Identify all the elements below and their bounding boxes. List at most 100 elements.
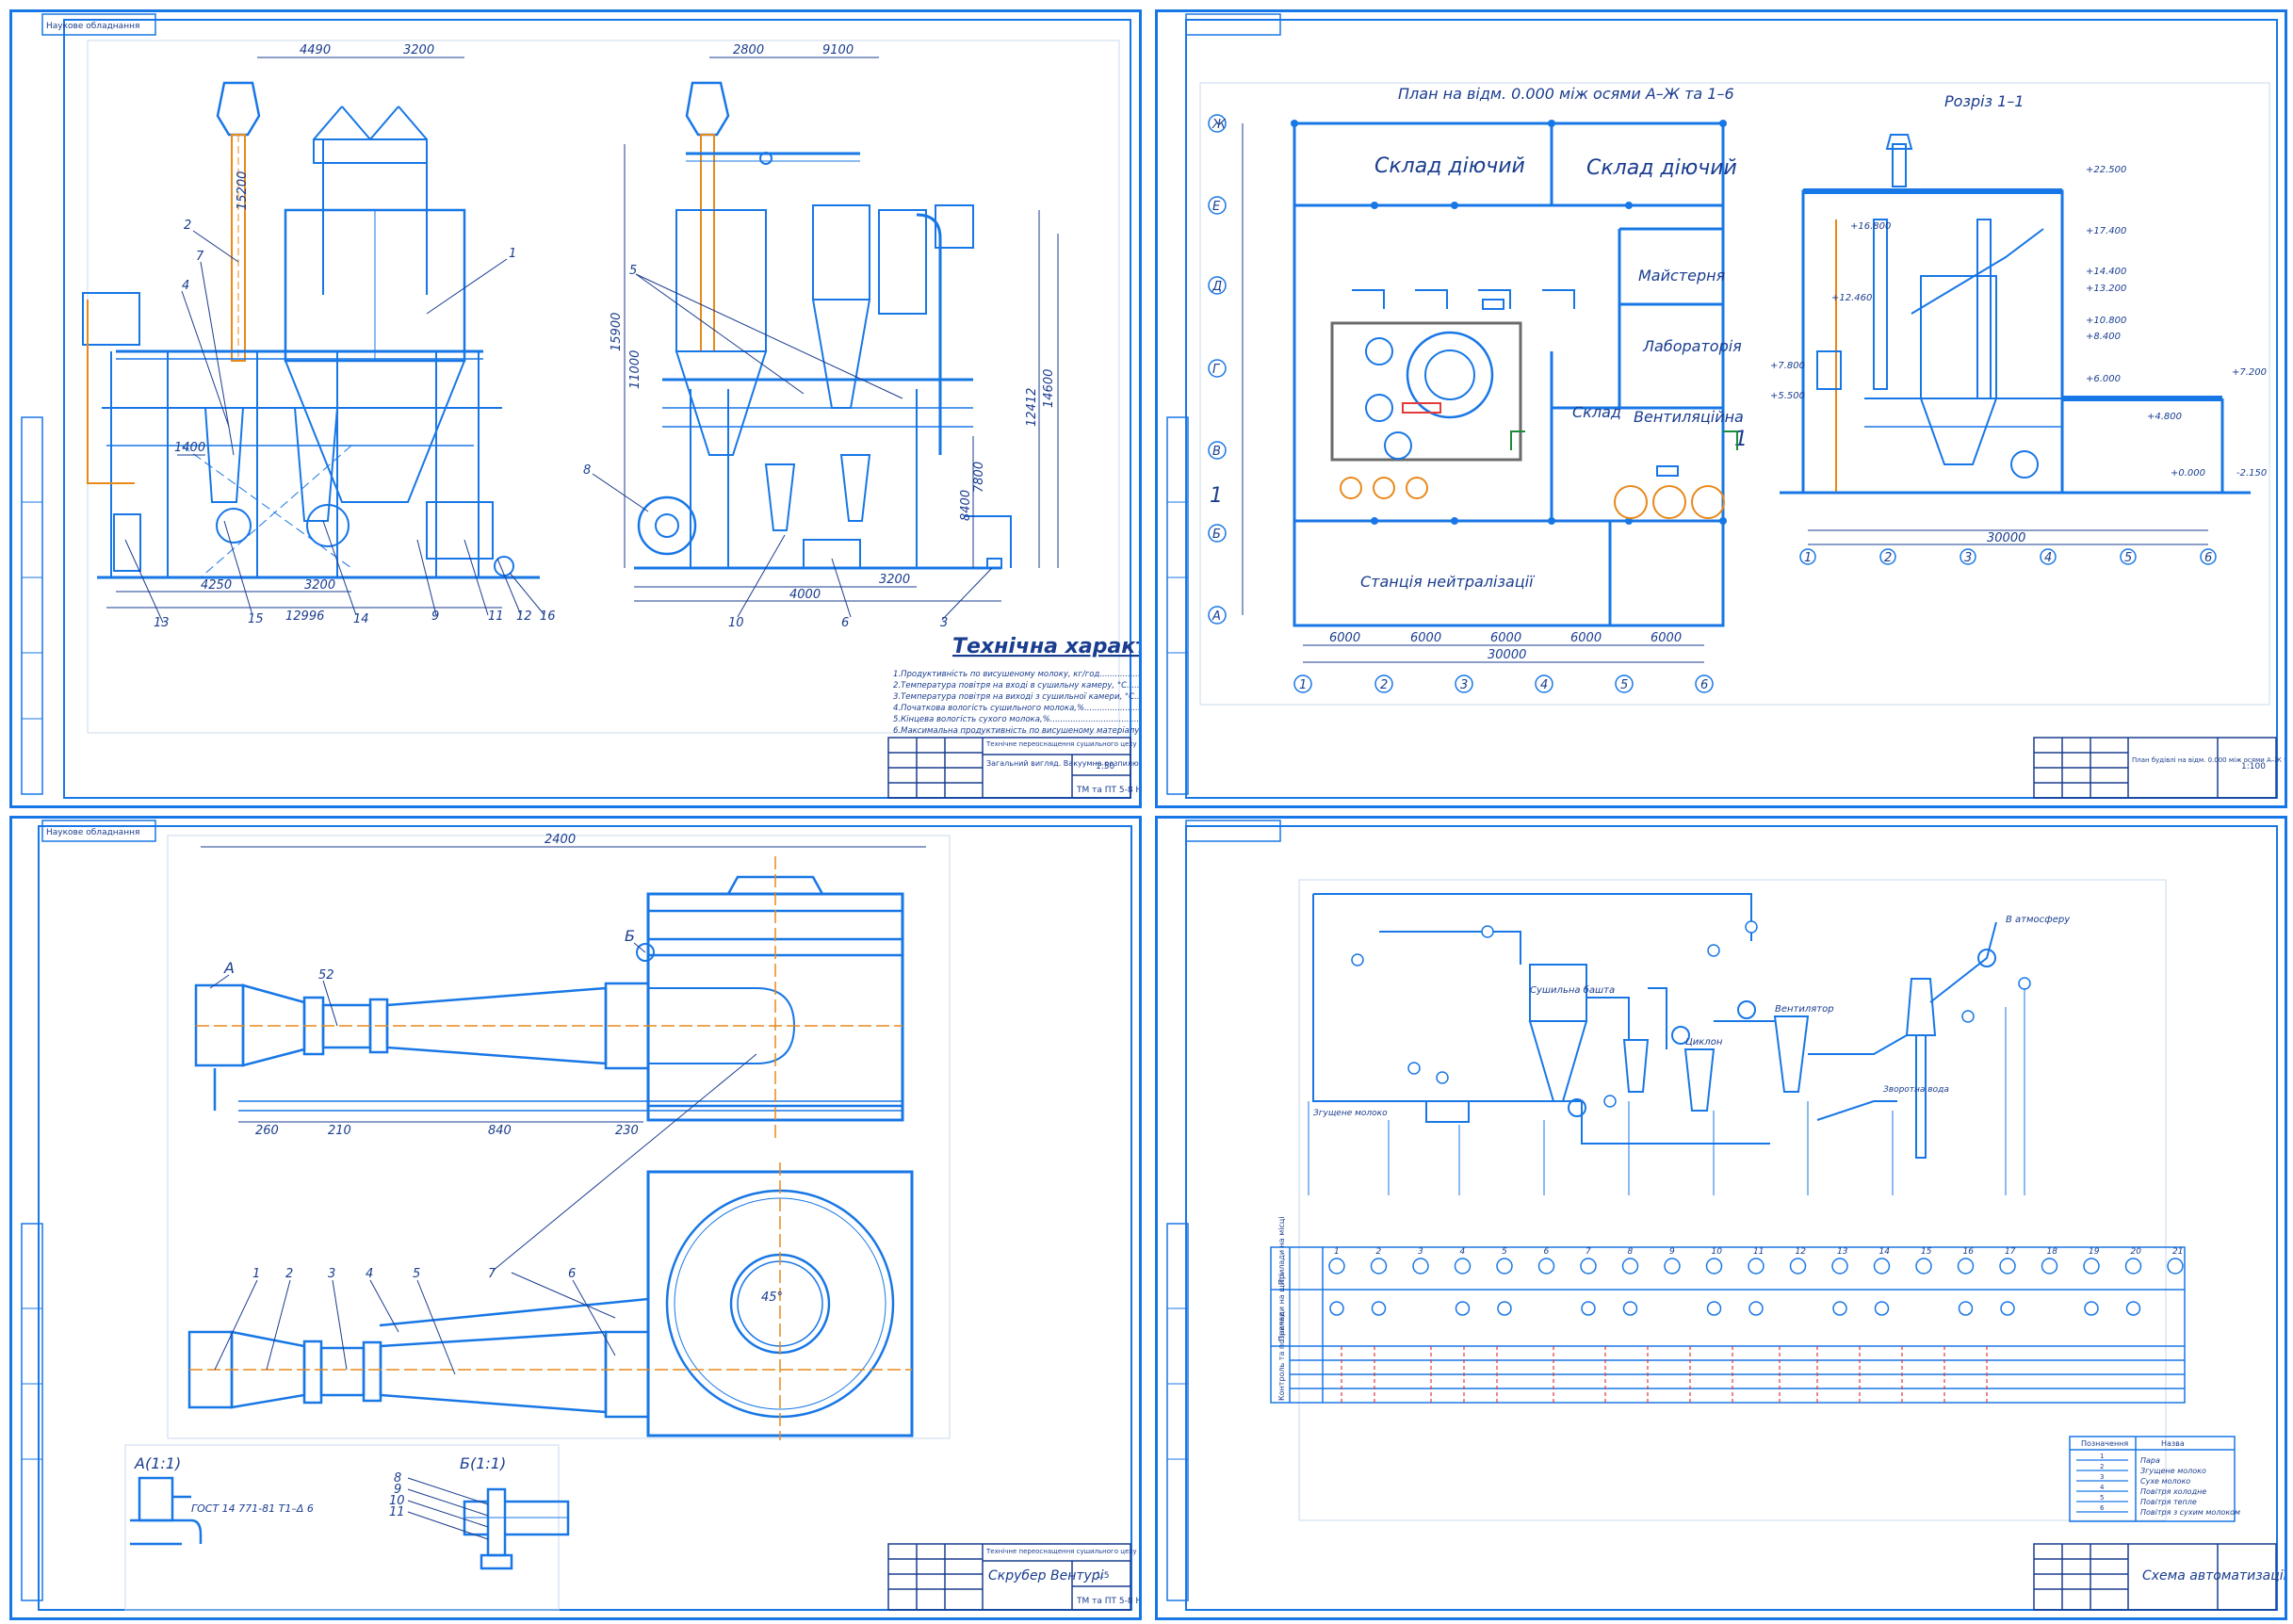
plan-dim-total: 30000 [1488,648,1526,662]
scheme-label-milk: Згущене молоко [1313,1109,1388,1118]
dim-front-6: 3200 [304,578,335,593]
room-label: Лабораторія [1642,337,1742,355]
scrubber-plan [187,1170,914,1437]
elevation-mark: +8.400 [2086,332,2121,342]
stamp-top-left: Наукове обладнання [46,828,139,837]
dim-side-3: 15900 [610,313,624,351]
title-block-4 [2033,1543,2277,1611]
axis-label: Д [1212,280,1222,294]
legend-code: 6 [2100,1504,2105,1512]
table-row-header: Прилади на місці [1277,1216,1286,1285]
legend [2069,1436,2236,1522]
table-col-number: 8 [1628,1247,1634,1257]
detail-b [463,1487,570,1570]
instrument-circle [1496,1258,1513,1275]
table-col-number: 3 [1418,1247,1423,1257]
callout-15: 15 [248,612,264,626]
front-dimensions [106,57,502,609]
table-red-lines [1341,1346,1988,1403]
gost-label: ГОСТ 14 771-81 Т1–Δ 6 [191,1502,314,1515]
table-col-number: 10 [1712,1247,1723,1257]
plan-axes-bottom [1293,674,1714,693]
instrument-circle [1328,1258,1345,1275]
axis-label: Б [1212,528,1221,542]
title-block-2 [2033,737,2277,799]
callout-16: 16 [540,609,556,624]
callout-11: 11 [488,609,504,624]
dim-side-8: 8400 [959,490,973,521]
table-col-number: 13 [1837,1247,1848,1257]
elevation-mark: +12.460 [1831,293,1872,303]
tb3-name: Скрубер Вентурі [988,1568,1104,1583]
dim-bottom: 260 [255,1124,279,1138]
room-label: Склад [1572,403,1621,421]
plan-columns [1291,120,1727,525]
table-col-number: 1 [1334,1247,1340,1257]
table-col-number: 7 [1586,1247,1591,1257]
drawing-general-view: Наукове обладнання [21,13,1139,799]
tb3-scale: 1:5 [1096,1571,1109,1581]
section-axes [1799,548,2217,565]
table-col-number: 20 [2131,1247,2142,1257]
scheme-label-atmosphere: В атмосферу [2006,915,2071,925]
dim-front-5: 4250 [201,578,232,593]
elevation-mark: +7.200 [2232,367,2267,378]
elevation-mark: +5.500 [1770,391,1805,401]
table-col-number: 19 [2089,1247,2100,1257]
legend-name: Сухе молоко [2140,1477,2190,1486]
callout-side-10: 10 [728,616,744,630]
dim-side-6: 12412 [1025,388,1039,427]
panel-instrument-circle [1622,1301,1638,1316]
sheet-general-view: Наукове обладнання [9,9,1142,808]
legend-code: 2 [2100,1463,2104,1470]
plan-equipment [1330,289,1725,519]
table-col-number: 2 [1376,1247,1382,1257]
instrument-circle [2041,1258,2058,1275]
tb1-name: Загальний вигляд. Вакуумна розпилювальна… [986,759,1139,768]
axis-label: 4 [1540,678,1548,692]
dim-bottom: 210 [328,1124,351,1138]
spec-title: Технічна характеристика [952,635,1139,658]
panel-instrument-circle [1706,1301,1722,1316]
scheme-label-fan: Вентилятор [1775,1004,1834,1015]
instrument-circle [1621,1258,1639,1275]
table-col-number: 6 [1544,1247,1550,1257]
legend-name: Згущене молоко [2140,1467,2206,1475]
instrument-circle [1915,1258,1932,1275]
table-col-number: 14 [1879,1247,1891,1257]
room-label: Майстерня [1638,267,1726,284]
table-col-number: 11 [1753,1247,1764,1257]
callout-side-6: 6 [841,616,849,630]
axis-label: А [1212,609,1221,624]
panel-instrument-circle [1497,1301,1512,1316]
callout-side-3: 3 [940,616,948,630]
section-dim-total: 30000 [1987,531,2025,545]
panel-instrument-circle [1958,1301,1974,1316]
plan-dim: 6000 [1410,631,1441,645]
callout-14: 14 [353,612,369,626]
section-marker: 1 [1210,484,1223,508]
callout-5: 5 [413,1267,420,1281]
legend-code: 5 [2100,1494,2104,1502]
axis-label: 3 [1460,678,1468,692]
room-label: Склад діючий [1374,154,1525,178]
callout-7: 7 [488,1267,496,1281]
panel-instrument-circle [1874,1301,1890,1316]
elevation-mark: +17.400 [2086,226,2126,236]
panel-instrument-circle [1581,1301,1596,1316]
plan-dim-lines [1242,123,1704,663]
instrument-circle [1664,1258,1681,1275]
tb3-org: Технічне переоснащення сушильного цеху з… [985,1548,1139,1555]
stamp-top-left: Наукове обладнання [46,22,139,31]
side-view [634,81,1012,570]
instrument-circle [1370,1258,1388,1275]
dim-side-4: 11000 [628,350,642,389]
elevation-mark: +22.500 [2086,165,2126,175]
callout-b: Б [625,927,635,945]
scheme-label-water: Зворотна вода [1883,1085,1949,1095]
dim-side-10: 3200 [879,573,910,587]
scrubber-dim-lines [201,846,926,1123]
callout-4: 4 [366,1267,373,1281]
legend-head-code: Позначення [2081,1439,2128,1448]
